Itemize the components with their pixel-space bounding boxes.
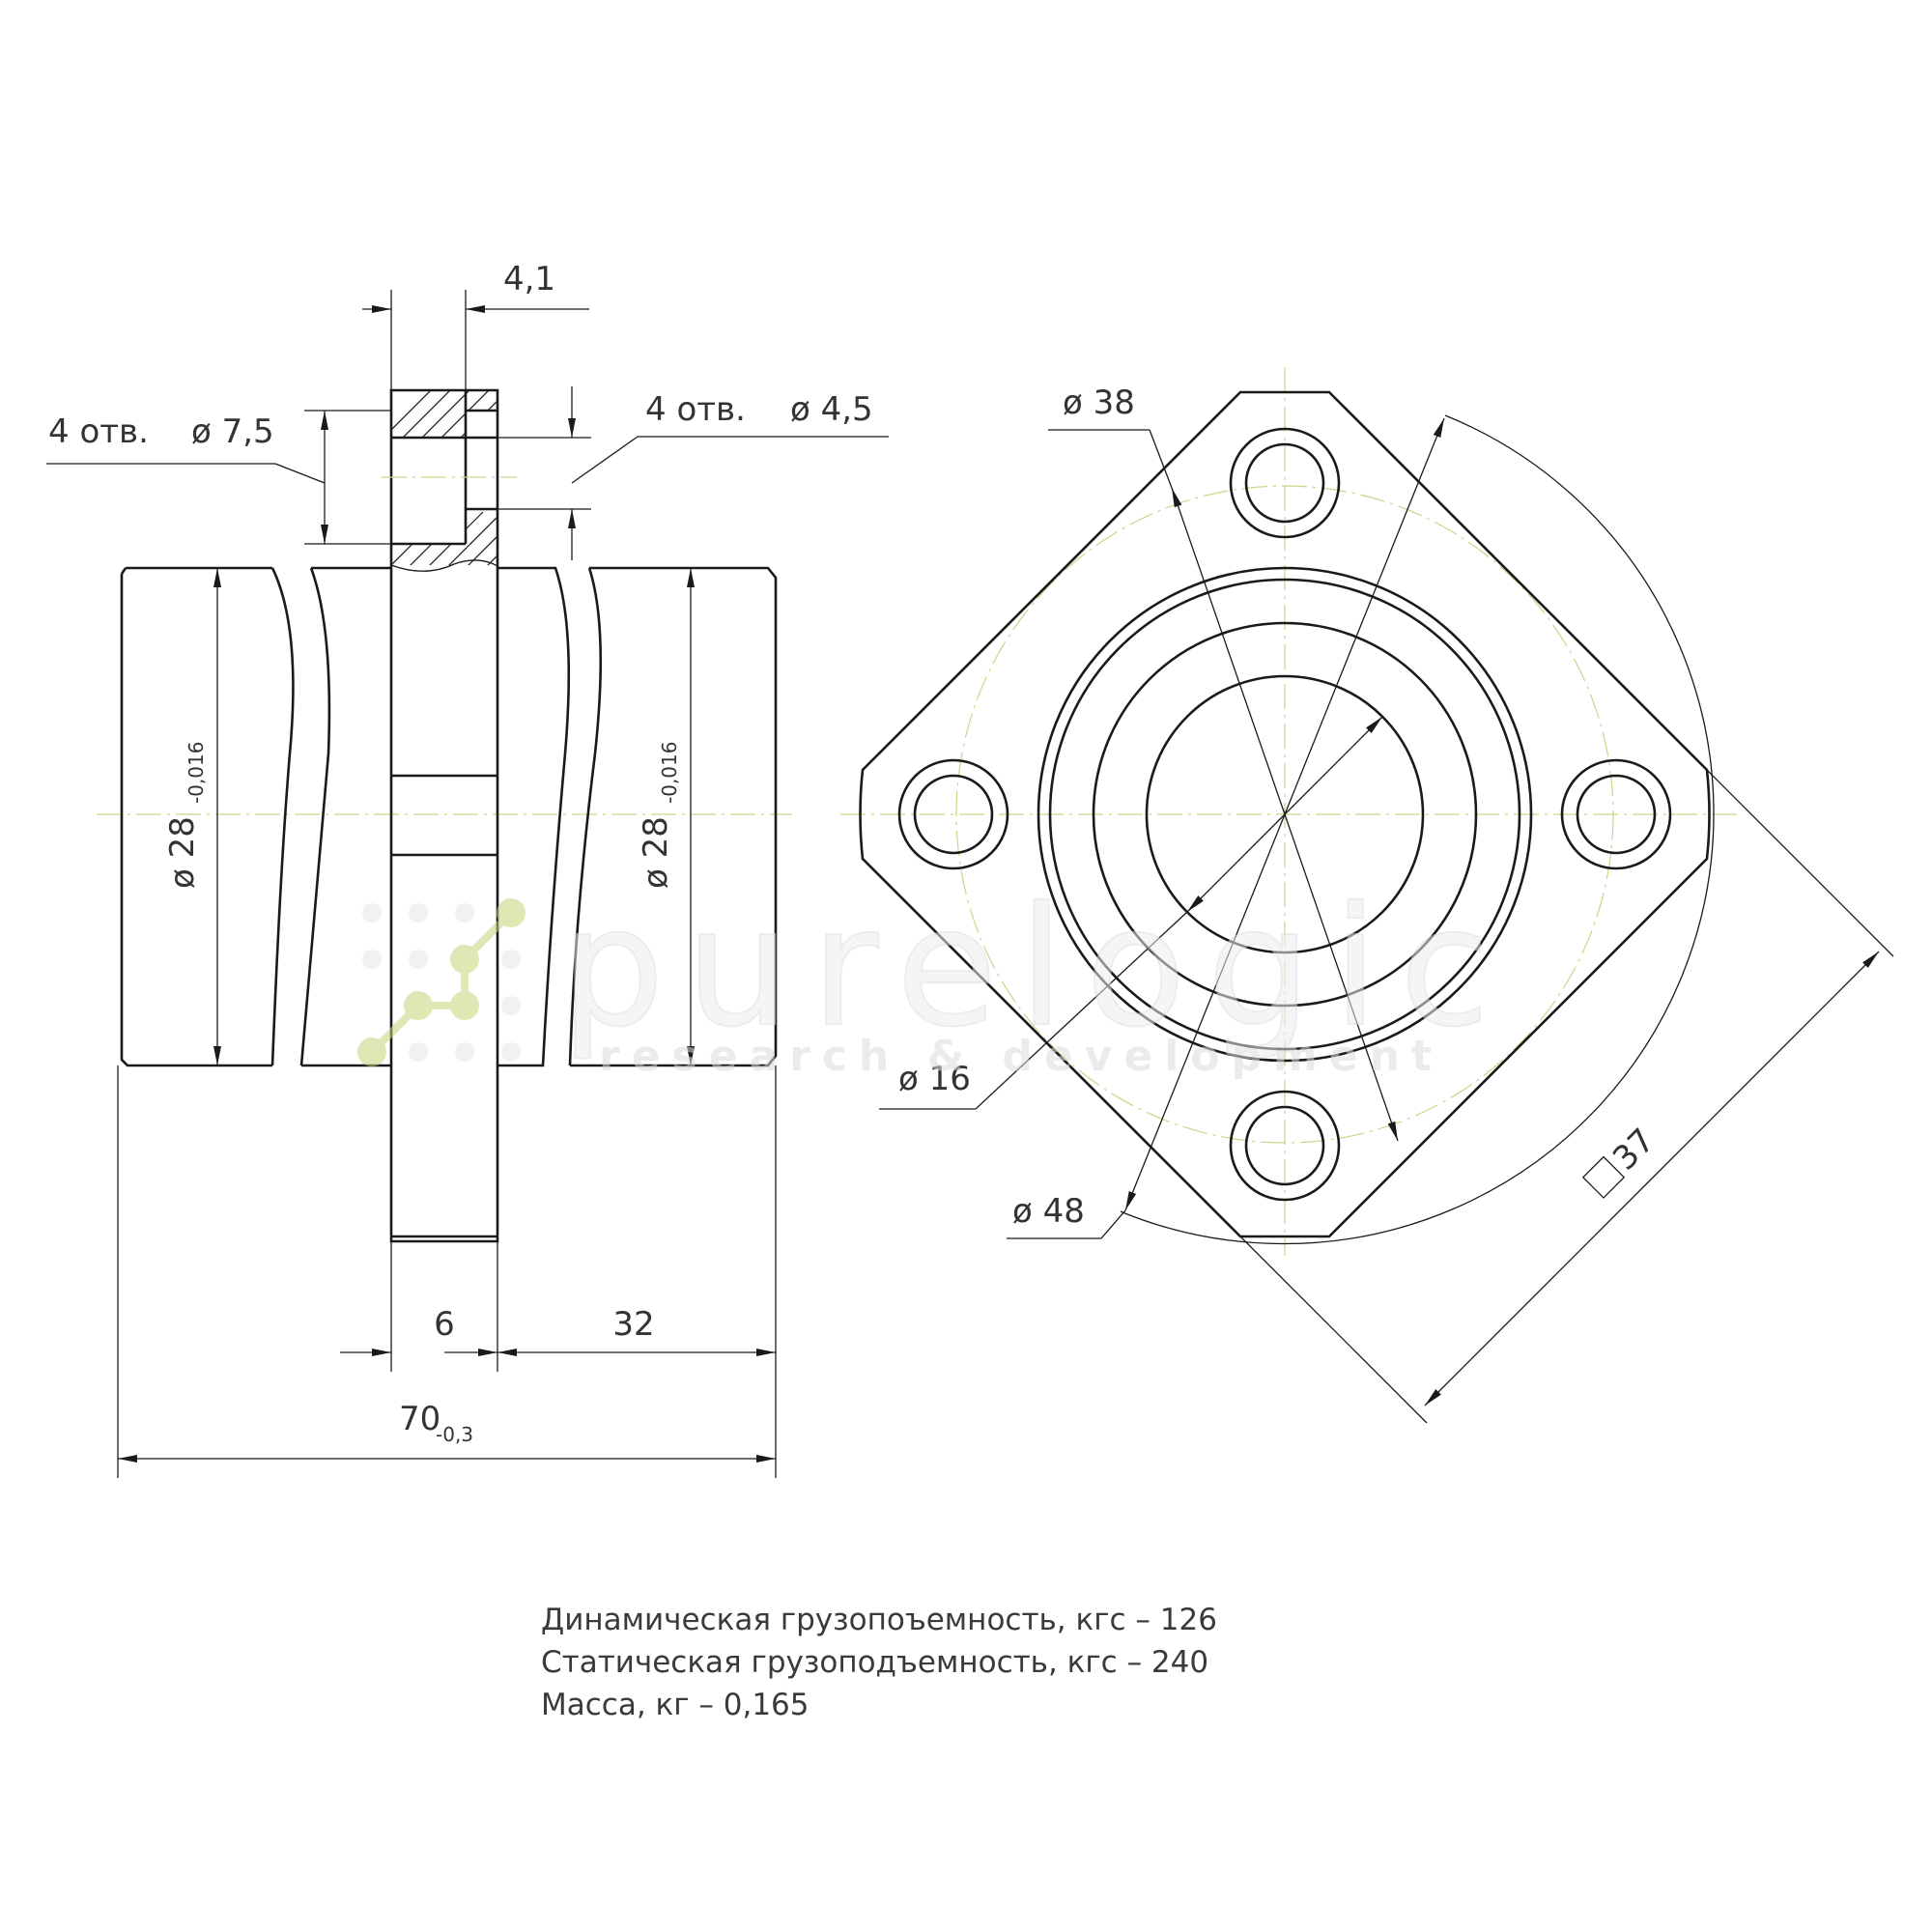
svg-text:ø 28: ø 28 — [163, 816, 202, 889]
svg-text:6: 6 — [434, 1305, 455, 1344]
svg-text:ø 28: ø 28 — [637, 816, 675, 889]
spec-static-load: Статическая грузоподъемность, кгс – 240 — [541, 1645, 1209, 1680]
front-view: ø 38 ø 16 ø 48 37 — [840, 367, 1894, 1424]
spec-dynamic-load: Динамическая грузопоъемность, кгс – 126 — [541, 1603, 1217, 1637]
watermark-logo: purelogic research & development — [357, 871, 1511, 1081]
dim-left-shaft-diameter: ø 28 -0,016 — [163, 568, 221, 1065]
svg-text:-0,016: -0,016 — [185, 742, 208, 804]
svg-text:ø 38: ø 38 — [1063, 384, 1135, 422]
right-shaft-outline — [497, 566, 778, 1067]
svg-text:37: 37 — [1605, 1122, 1662, 1179]
square-symbol-icon — [1581, 1155, 1626, 1199]
dim-flange-diameter: ø 48 — [1007, 414, 1715, 1245]
logo-tagline: research & development — [599, 1032, 1443, 1081]
logo-wordmark: purelogic — [560, 872, 1511, 1064]
bolt-circle — [955, 485, 1614, 1144]
specs-block: Динамическая грузопоъемность, кгс – 126 … — [541, 1599, 1217, 1726]
dim-bolt-circle: ø 38 — [1048, 384, 1399, 1142]
dim-counterbore: 4 отв. ø 7,5 — [46, 410, 391, 545]
dim-flange-width: 6 — [340, 1241, 498, 1372]
side-view: 4,1 4 отв. ø 7,5 4 отв. ø 4,5 — [46, 260, 889, 1478]
dim-square: 37 — [1239, 769, 1894, 1424]
logo-dot-grid — [362, 903, 521, 1062]
svg-text:-0,016: -0,016 — [658, 742, 681, 804]
svg-text:4 отв.: 4 отв. — [645, 390, 746, 429]
dim-right-shaft-diameter: ø 28 -0,016 — [637, 568, 695, 1065]
svg-text:ø 48: ø 48 — [1012, 1192, 1085, 1231]
svg-text:4,1: 4,1 — [503, 260, 555, 298]
square-flange-outline — [859, 390, 1711, 1238]
hub-inner-circle — [1092, 621, 1478, 1008]
spec-mass: Масса, кг – 0,165 — [541, 1688, 810, 1722]
svg-text:ø 7,5: ø 7,5 — [191, 412, 274, 451]
svg-text:-0,3: -0,3 — [436, 1423, 473, 1446]
dim-bore: ø 16 — [879, 716, 1383, 1110]
mounting-holes — [897, 427, 1672, 1202]
hub-outer-circle — [1037, 566, 1533, 1063]
hub-outer-chamfer — [1048, 578, 1521, 1051]
logo-graph-icon — [357, 898, 526, 1066]
svg-text:ø 16: ø 16 — [898, 1060, 971, 1098]
svg-text:ø 4,5: ø 4,5 — [790, 390, 873, 429]
svg-text:4 отв.: 4 отв. — [48, 412, 149, 451]
dim-through-hole: 4 отв. ø 4,5 — [497, 386, 889, 560]
flange-section — [382, 390, 517, 572]
left-shaft-outline — [120, 566, 391, 1067]
svg-text:70: 70 — [399, 1400, 440, 1438]
dim-flange-thickness: 4,1 — [362, 260, 589, 390]
bore-circle — [1145, 674, 1425, 954]
svg-text:32: 32 — [612, 1305, 654, 1344]
dim-total-length: 70 -0,3 — [117, 1065, 776, 1478]
dim-right-length: 32 — [497, 1065, 777, 1478]
flange-outline — [389, 388, 499, 1243]
